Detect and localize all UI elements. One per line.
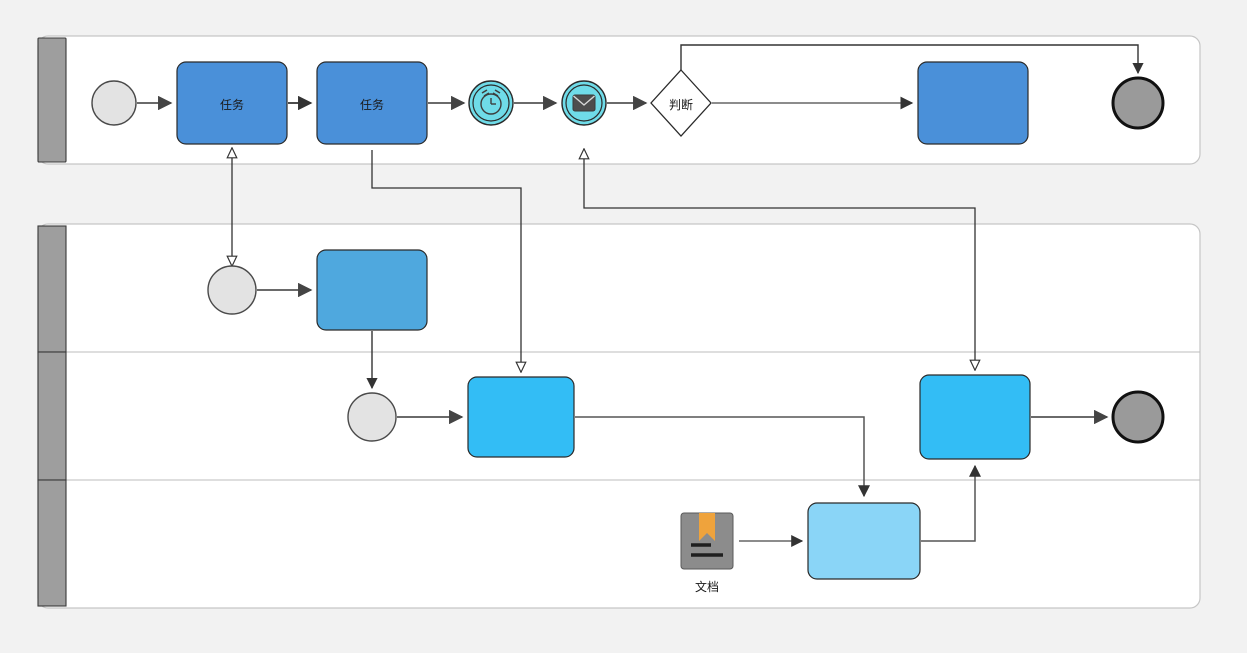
envelope-icon xyxy=(572,94,596,112)
flow-task5-to-task7 xyxy=(575,416,870,498)
task-1[interactable] xyxy=(176,61,288,145)
task-4[interactable] xyxy=(316,249,428,331)
lane-header-4 xyxy=(37,479,67,607)
end-event-top[interactable] xyxy=(1111,76,1165,130)
task-5[interactable] xyxy=(467,376,575,458)
msgflow-message-to-task6 xyxy=(584,149,975,370)
flow-task7-to-task6 xyxy=(921,464,981,542)
start-event-lane3[interactable] xyxy=(347,392,397,442)
task-7[interactable] xyxy=(807,502,921,580)
timer-intermediate-event[interactable] xyxy=(468,80,514,126)
msgflow-task5-to-task2 xyxy=(371,150,521,372)
timer-clock-icon xyxy=(480,89,502,115)
lane-header-2 xyxy=(37,225,67,353)
task-3[interactable] xyxy=(917,61,1029,145)
start-event-lane2[interactable] xyxy=(207,265,257,315)
start-event-top[interactable] xyxy=(91,80,137,126)
task-2[interactable] xyxy=(316,61,428,145)
bookmark-ribbon-icon xyxy=(699,513,715,541)
lane-header-1 xyxy=(37,37,67,163)
lane-header-3 xyxy=(37,351,67,481)
task-6[interactable] xyxy=(919,374,1031,460)
message-intermediate-event[interactable] xyxy=(561,80,607,126)
document-artifact[interactable] xyxy=(680,512,734,570)
end-event-lane3[interactable] xyxy=(1111,390,1165,444)
flow-gateway-to-end1 xyxy=(680,44,1144,75)
gateway-decision[interactable] xyxy=(650,69,712,137)
